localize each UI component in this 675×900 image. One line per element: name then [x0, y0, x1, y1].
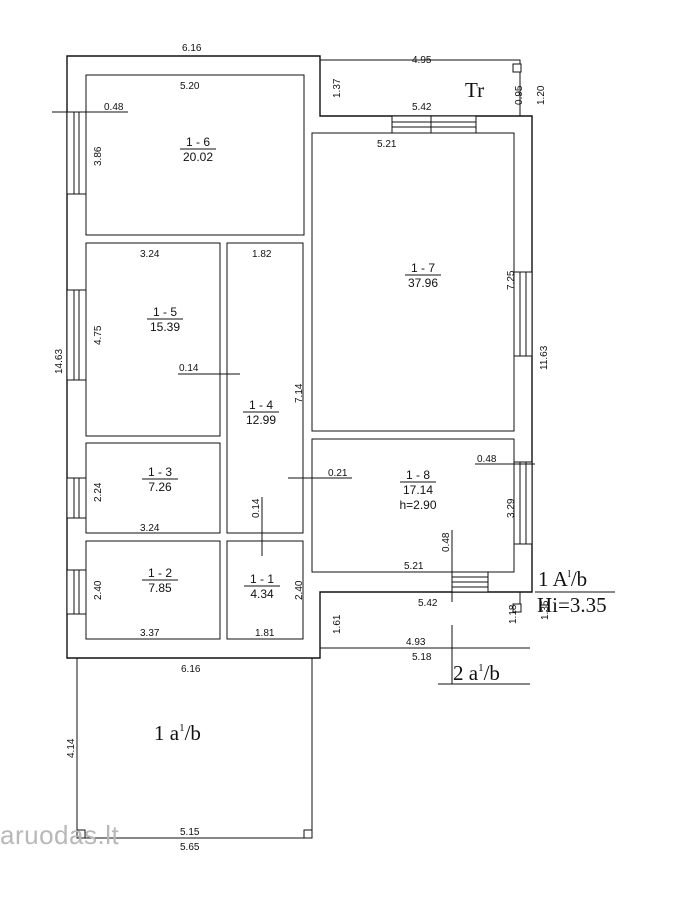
svg-text:5.42: 5.42 — [418, 598, 438, 609]
svg-text:1 - 6: 1 - 6 — [186, 135, 210, 149]
annex-designation: 2 a1/b — [453, 661, 500, 685]
svg-text:1.20: 1.20 — [536, 85, 547, 105]
svg-text:3.24: 3.24 — [140, 249, 160, 260]
svg-text:3.29: 3.29 — [506, 498, 517, 518]
terrace-tag: Tr — [465, 78, 484, 102]
svg-text:6.16: 6.16 — [181, 664, 201, 675]
watermark: aruodas.lt — [0, 820, 119, 851]
building-designation: 1 Al/b — [538, 567, 587, 591]
dimension-labels: 6.16 4.95 5.20 0.48 5.42 5.21 3.24 1.82 … — [54, 43, 551, 853]
svg-text:6.16: 6.16 — [182, 43, 202, 54]
dimension-lines — [52, 111, 615, 602]
svg-text:0.95: 0.95 — [514, 85, 525, 105]
room-1-4: 1 - 4 12.99 — [243, 398, 279, 427]
svg-text:1.35: 1.35 — [540, 600, 551, 620]
porch-post-right — [303, 829, 313, 839]
svg-text:14.63: 14.63 — [54, 349, 65, 374]
room-1-2: 1 - 2 7.85 — [142, 566, 178, 595]
room-1-7: 1 - 7 37.96 — [405, 261, 441, 290]
windows — [66, 111, 533, 615]
svg-text:3.24: 3.24 — [140, 523, 160, 534]
annex-post — [512, 603, 522, 613]
svg-text:5.21: 5.21 — [404, 561, 424, 572]
svg-text:3.86: 3.86 — [93, 146, 104, 166]
room-1-5-outline — [85, 242, 221, 437]
terrace-outline — [320, 59, 521, 116]
watermark-suffix: .lt — [97, 820, 120, 850]
svg-text:4.14: 4.14 — [66, 738, 77, 758]
svg-text:15.39: 15.39 — [150, 320, 180, 334]
svg-text:7.26: 7.26 — [148, 480, 172, 494]
room-1-3: 1 - 3 7.26 — [142, 465, 178, 494]
svg-text:11.63: 11.63 — [539, 345, 550, 370]
svg-text:4.34: 4.34 — [250, 587, 274, 601]
svg-text:1.37: 1.37 — [332, 78, 343, 98]
svg-text:3.37: 3.37 — [140, 628, 160, 639]
room-1-7-outline — [311, 132, 515, 432]
svg-text:5.20: 5.20 — [180, 81, 200, 92]
svg-text:1.18: 1.18 — [508, 604, 519, 624]
building-height: Hi=3.35 — [537, 593, 607, 617]
svg-text:7.25: 7.25 — [506, 270, 517, 290]
entrance-steps — [451, 571, 489, 593]
room-1-2-outline — [85, 540, 221, 640]
svg-text:17.14: 17.14 — [403, 483, 433, 497]
svg-text:0.14: 0.14 — [251, 498, 262, 518]
svg-text:7.85: 7.85 — [148, 581, 172, 595]
room-1-8: 1 - 8 17.14 h=2.90 — [399, 468, 436, 512]
svg-text:1 - 7: 1 - 7 — [411, 261, 435, 275]
porch-post-left — [76, 829, 86, 839]
svg-text:0.48: 0.48 — [104, 102, 124, 113]
svg-text:2.40: 2.40 — [93, 580, 104, 600]
room-1-6-outline — [85, 74, 305, 236]
porch-designation: 1 a1/b — [154, 721, 201, 745]
svg-text:0.14: 0.14 — [179, 363, 199, 374]
porch-outline — [76, 658, 313, 839]
watermark-text: aruodas — [0, 820, 98, 850]
svg-text:1 - 1: 1 - 1 — [250, 572, 274, 586]
svg-text:4.93: 4.93 — [406, 637, 426, 648]
room-1-8-outline — [311, 438, 515, 573]
room-1-5: 1 - 5 15.39 — [147, 305, 183, 334]
svg-text:1 - 3: 1 - 3 — [148, 465, 172, 479]
svg-text:2.40: 2.40 — [294, 580, 305, 600]
room-1-1: 1 - 1 4.34 — [244, 572, 280, 601]
svg-text:1.81: 1.81 — [255, 628, 275, 639]
svg-text:h=2.90: h=2.90 — [399, 498, 436, 512]
svg-text:1 - 4: 1 - 4 — [249, 398, 273, 412]
room-1-4-outline — [226, 242, 304, 534]
room-1-6: 1 - 6 20.02 — [180, 135, 216, 164]
svg-text:5.42: 5.42 — [412, 102, 432, 113]
svg-text:0.21: 0.21 — [328, 468, 348, 479]
room-1-1-outline — [226, 540, 304, 640]
svg-text:5.18: 5.18 — [412, 652, 432, 663]
svg-text:37.96: 37.96 — [408, 276, 438, 290]
svg-text:0.48: 0.48 — [477, 454, 497, 465]
svg-text:4.95: 4.95 — [412, 55, 432, 66]
svg-text:2.24: 2.24 — [93, 482, 104, 502]
svg-text:5.15: 5.15 — [180, 827, 200, 838]
svg-text:5.65: 5.65 — [180, 842, 200, 853]
svg-text:7.14: 7.14 — [294, 383, 305, 403]
svg-text:1.82: 1.82 — [252, 249, 272, 260]
svg-text:4.75: 4.75 — [93, 325, 104, 345]
svg-text:1 - 5: 1 - 5 — [153, 305, 177, 319]
svg-text:20.02: 20.02 — [183, 150, 213, 164]
svg-text:0.48: 0.48 — [441, 532, 452, 552]
svg-text:1 - 2: 1 - 2 — [148, 566, 172, 580]
svg-text:1 - 8: 1 - 8 — [406, 468, 430, 482]
svg-text:12.99: 12.99 — [246, 413, 276, 427]
annex-outline — [319, 591, 530, 685]
svg-text:5.21: 5.21 — [377, 139, 397, 150]
svg-text:1.61: 1.61 — [332, 614, 343, 634]
terrace-post — [512, 63, 522, 73]
